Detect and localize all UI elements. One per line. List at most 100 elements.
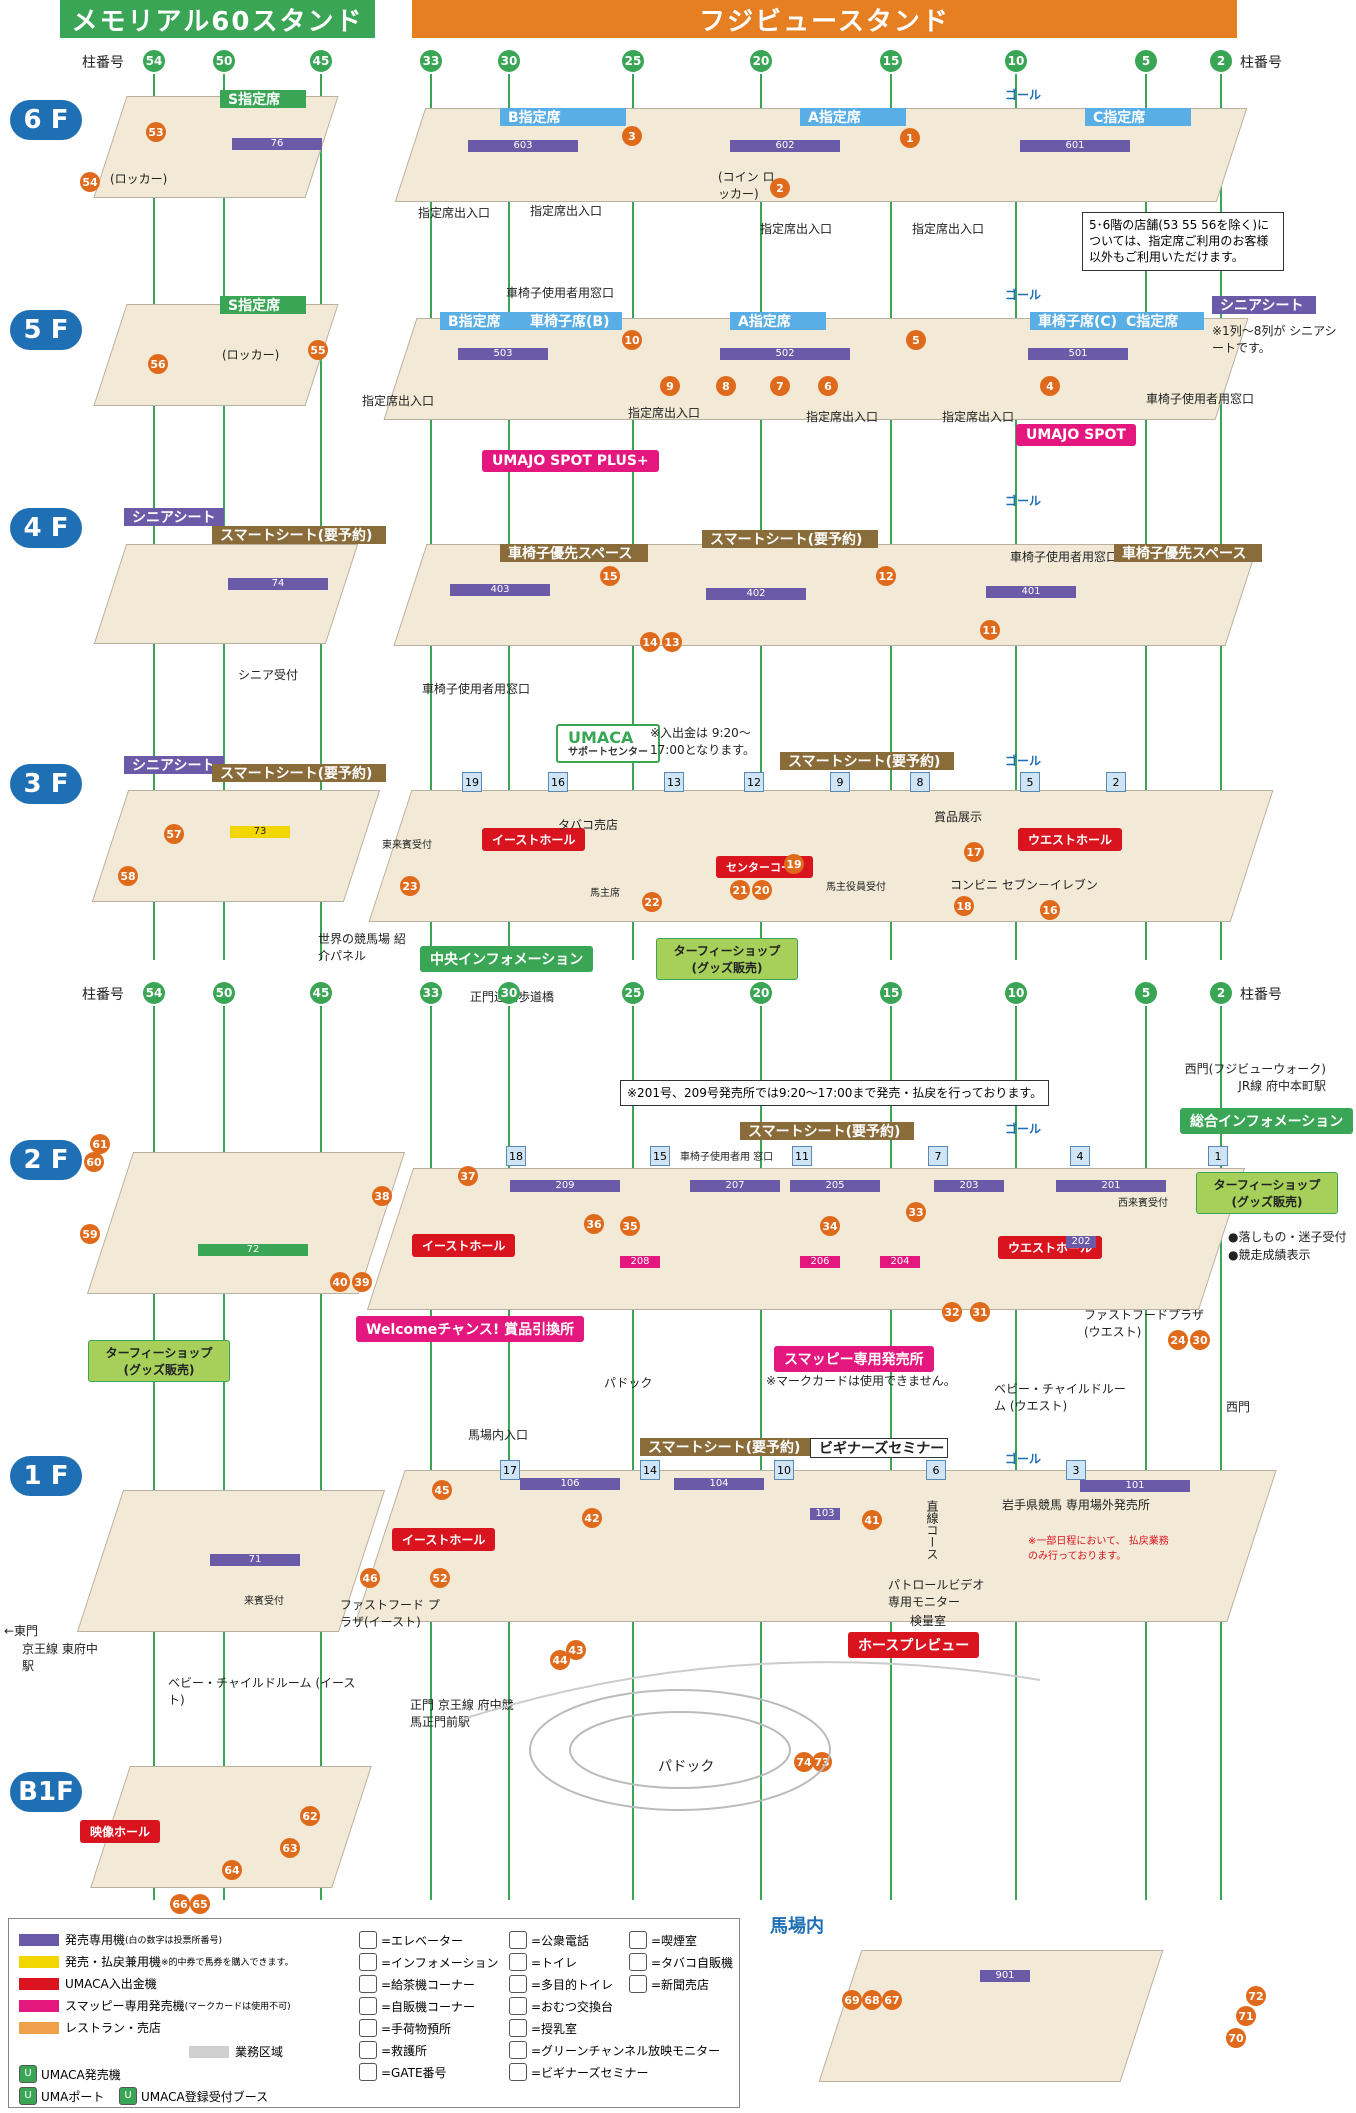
- infield-shop-68[interactable]: 68: [862, 1990, 882, 2010]
- b1f-shop-64[interactable]: 64: [222, 1860, 242, 1880]
- 1f-fastfood: ファストフード プラザ(イースト): [340, 1598, 440, 1629]
- 1f-shop-43[interactable]: 43: [566, 1640, 586, 1660]
- 5f-umajo[interactable]: UMAJO SPOT: [1016, 424, 1136, 446]
- 6f-shop-1[interactable]: 1: [900, 128, 920, 148]
- b1f-shop-66[interactable]: 66: [170, 1894, 190, 1914]
- 3f-shop-22[interactable]: 22: [642, 892, 662, 912]
- 4f-shop-14[interactable]: 14: [640, 632, 660, 652]
- pillar-5-badge: 5: [1135, 50, 1157, 72]
- b1f-shop-62[interactable]: 62: [300, 1806, 320, 1826]
- 5f-shop-5[interactable]: 5: [906, 330, 926, 350]
- infield-shop-70[interactable]: 70: [1226, 2028, 1246, 2048]
- 1f-shop-74[interactable]: 74: [794, 1752, 814, 1772]
- 3f-prize: 賞品展示: [934, 810, 983, 824]
- 4f-shop-13[interactable]: 13: [662, 632, 682, 652]
- 3f-central-info[interactable]: 中央インフォメーション: [420, 946, 594, 972]
- infield-shop-72[interactable]: 72: [1246, 1986, 1266, 2006]
- 4f-shop-12[interactable]: 12: [876, 566, 896, 586]
- 1f-shop-41[interactable]: 41: [862, 1510, 882, 1530]
- 5f-shop-9[interactable]: 9: [660, 376, 680, 396]
- 2f-gate-15: 15: [650, 1146, 670, 1166]
- 3f-shop-58[interactable]: 58: [118, 866, 138, 886]
- 4f-shop-11[interactable]: 11: [980, 620, 1000, 640]
- 1f-seller-101: 101: [1080, 1480, 1190, 1492]
- 5f-shop-10[interactable]: 10: [622, 330, 642, 350]
- 2f-smappy[interactable]: スマッピー専用発売所: [774, 1346, 934, 1372]
- 6f-shop-53[interactable]: 53: [146, 122, 166, 142]
- legend-col4-0: =喫煙室: [629, 1931, 697, 1949]
- 2f-shop-36[interactable]: 36: [584, 1214, 604, 1234]
- 2f-shop-24[interactable]: 24: [1168, 1330, 1188, 1350]
- 1f-shop-42[interactable]: 42: [582, 1508, 602, 1528]
- 2f-shop-39[interactable]: 39: [352, 1272, 372, 1292]
- legend-col2-label-1: =インフォメーション: [381, 1955, 499, 1970]
- 5f-shop-4[interactable]: 4: [1040, 376, 1060, 396]
- 3f-turfy[interactable]: ターフィーショップ (グッズ販売): [656, 938, 798, 980]
- 2f-seller-72: 72: [198, 1244, 308, 1256]
- 6f-c-seat: C指定席: [1085, 108, 1191, 126]
- 5f-entrance-4: 指定席出入口: [942, 410, 1015, 424]
- 6f-s-seat: S指定席: [220, 90, 306, 108]
- 1f-east-hall[interactable]: イーストホール: [392, 1528, 496, 1551]
- 3f-shop-23[interactable]: 23: [400, 876, 420, 896]
- 2f-shop-37[interactable]: 37: [458, 1166, 478, 1186]
- legend-col2-0: =エレベーター: [359, 1931, 463, 1949]
- 1f-shop-45[interactable]: 45: [432, 1480, 452, 1500]
- 3f-shop-57[interactable]: 57: [164, 824, 184, 844]
- b1f-shop-63[interactable]: 63: [280, 1838, 300, 1858]
- b1f-movie-hall[interactable]: 映像ホール: [80, 1820, 161, 1843]
- 1f-iwate-note: ※一部日程において、 払戻業務のみ行っております。: [1028, 1536, 1169, 1562]
- 5f-shop-8[interactable]: 8: [716, 376, 736, 396]
- 3f-west-hall[interactable]: ウエストホール: [1018, 828, 1123, 851]
- 2f-shop-60[interactable]: 60: [84, 1152, 104, 1172]
- 5f-shop-55[interactable]: 55: [308, 340, 328, 360]
- pillar-15-badge: 15: [880, 982, 902, 1004]
- 3f-east-hall[interactable]: イーストホール: [482, 828, 586, 851]
- 5f-shop-7[interactable]: 7: [770, 376, 790, 396]
- 2f-shop-38[interactable]: 38: [372, 1186, 392, 1206]
- 4f-shop-15[interactable]: 15: [600, 566, 620, 586]
- 2f-shop-33[interactable]: 33: [906, 1202, 926, 1222]
- 3f-shop-18[interactable]: 18: [954, 896, 974, 916]
- 2f-general-info[interactable]: 総合インフォメーション: [1180, 1108, 1354, 1134]
- 3f-shop-21[interactable]: 21: [730, 880, 750, 900]
- 1f-horse-preview[interactable]: ホースプレビュー: [848, 1632, 980, 1658]
- 2f-east-hall[interactable]: イーストホール: [412, 1234, 516, 1257]
- 1f-shop-46[interactable]: 46: [360, 1568, 380, 1588]
- 2f-shop-32[interactable]: 32: [942, 1302, 962, 1322]
- 5f-shop-6[interactable]: 6: [818, 376, 838, 396]
- 2f-shop-30[interactable]: 30: [1190, 1330, 1210, 1350]
- 2f-turfy-l[interactable]: ターフィーショップ (グッズ販売): [88, 1340, 230, 1382]
- 2f-shop-40[interactable]: 40: [330, 1272, 350, 1292]
- 2f-shop-31[interactable]: 31: [970, 1302, 990, 1322]
- b1f-shop-65[interactable]: 65: [190, 1894, 210, 1914]
- 6f-entrance-2: 指定席出入口: [530, 204, 603, 218]
- 2f-welcome[interactable]: Welcomeチャンス! 賞品引換所: [356, 1316, 585, 1342]
- 6f-shop-3[interactable]: 3: [622, 126, 642, 146]
- 3f-shop-16[interactable]: 16: [1040, 900, 1060, 920]
- 2f-shop-35[interactable]: 35: [620, 1216, 640, 1236]
- legend-col3-6: =ビギナーズセミナー: [509, 2063, 648, 2081]
- 2f-turfy-r[interactable]: ターフィーショップ (グッズ販売): [1196, 1172, 1338, 1214]
- 5f-seller-501: 501: [1028, 348, 1128, 360]
- 3f-shop-20[interactable]: 20: [752, 880, 772, 900]
- 3f-shop-17[interactable]: 17: [964, 842, 984, 862]
- 3f-umaca-center[interactable]: UMACA サポートセンター: [556, 724, 660, 763]
- 2f-shop-34[interactable]: 34: [820, 1216, 840, 1236]
- pillar-33-line: [430, 1006, 432, 1900]
- 2f-shop-59[interactable]: 59: [80, 1224, 100, 1244]
- 3f-umaca-note: ※入出金は 9:20～ 17:00となります。: [650, 726, 756, 757]
- 2f-shop-61[interactable]: 61: [90, 1134, 110, 1154]
- legend-col3-icon-0: [509, 1931, 527, 1949]
- 1f-shop-44[interactable]: 44: [550, 1650, 570, 1670]
- 1f-shop-52[interactable]: 52: [430, 1568, 450, 1588]
- infield-shop-71[interactable]: 71: [1236, 2006, 1256, 2026]
- 5f-umajo-plus[interactable]: UMAJO SPOT PLUS+: [482, 450, 659, 472]
- 5f-shop-56[interactable]: 56: [148, 354, 168, 374]
- infield-shop-69[interactable]: 69: [842, 1990, 862, 2010]
- 6f-shop-54[interactable]: 54: [80, 172, 100, 192]
- 1f-smart: スマートシート(要予約): [640, 1438, 814, 1456]
- 3f-shop-19[interactable]: 19: [784, 854, 804, 874]
- infield-shop-67[interactable]: 67: [882, 1990, 902, 2010]
- 6f-shop-2[interactable]: 2: [770, 178, 790, 198]
